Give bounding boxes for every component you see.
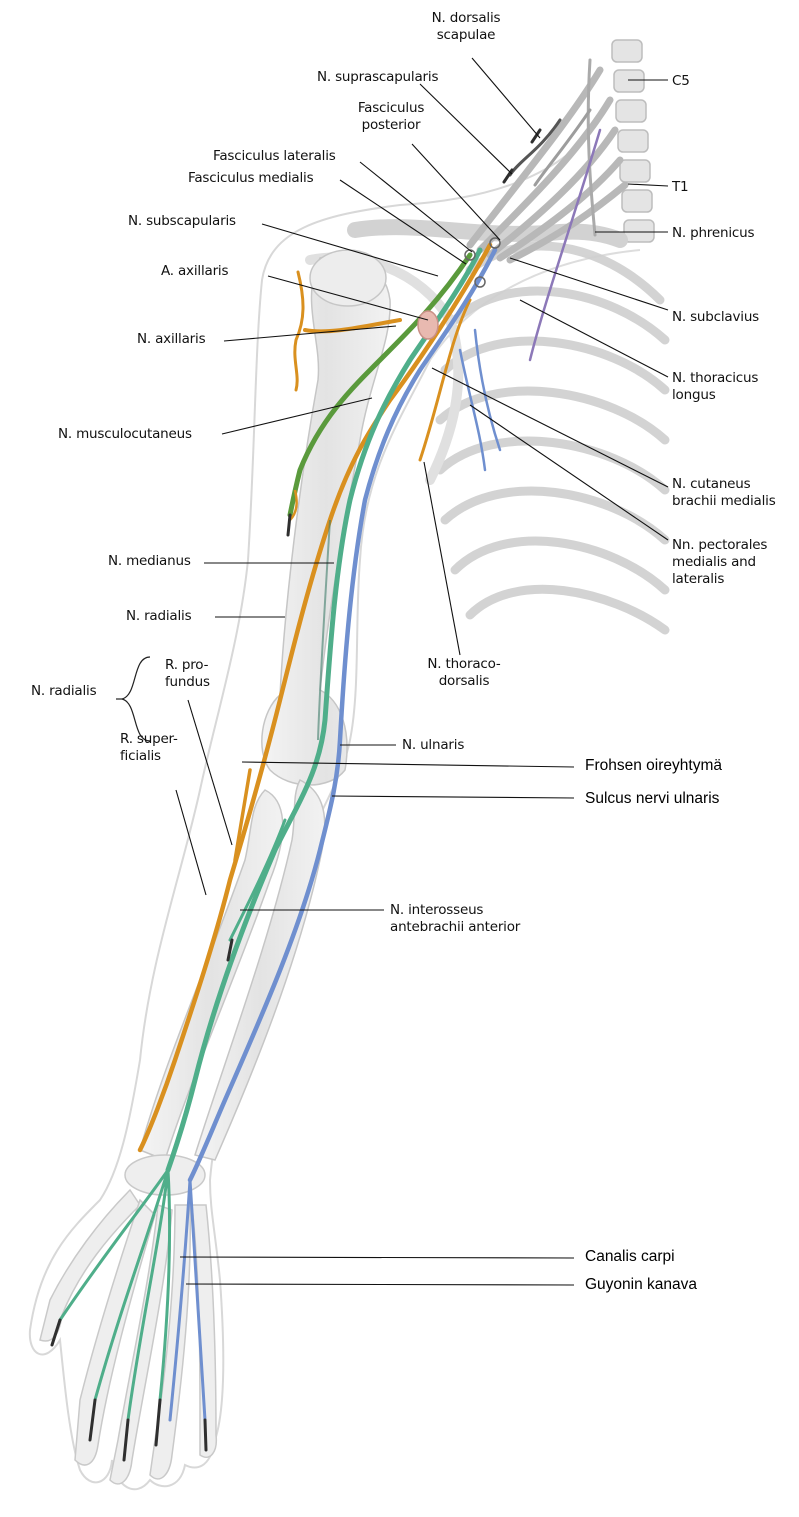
label-fasciculus-medialis: Fasciculus medialis <box>188 170 313 187</box>
label-n-axillaris: N. axillaris <box>137 331 205 348</box>
label-n-cutaneus-brachii-medialis: N. cutaneus brachii medialis <box>672 476 776 510</box>
label-n-thoracodorsalis: N. thoraco- dorsalis <box>414 656 514 690</box>
label-t1: T1 <box>672 179 688 196</box>
label-a-axillaris: A. axillaris <box>161 263 228 280</box>
label-n-phrenicus: N. phrenicus <box>672 225 754 242</box>
label-n-subscapularis: N. subscapularis <box>128 213 236 230</box>
label-n-musculocutaneus: N. musculocutaneus <box>58 426 192 443</box>
ribcage <box>440 246 665 630</box>
label-n-medianus: N. medianus <box>108 553 191 570</box>
spine <box>612 40 654 242</box>
label-n-thoracicus-longus: N. thoracicus longus <box>672 370 758 404</box>
label-n-ulnaris: N. ulnaris <box>402 737 464 754</box>
label-n-suprascapularis: N. suprascapularis <box>317 69 438 86</box>
axillary-artery <box>418 311 438 339</box>
label-frohse: Frohsen oireyhtymä <box>585 757 722 775</box>
label-sulcus: Sulcus nervi ulnaris <box>585 790 719 808</box>
label-fasciculus-lateralis: Fasciculus lateralis <box>213 148 336 165</box>
label-canalis-carpi: Canalis carpi <box>585 1248 675 1266</box>
label-c5: C5 <box>672 73 690 90</box>
label-r-profundus: R. pro- fundus <box>165 657 210 691</box>
label-guyon: Guyonin kanava <box>585 1276 697 1294</box>
label-n-radialis-branch: N. radialis <box>126 608 191 625</box>
label-n-radialis-group: N. radialis <box>31 683 96 700</box>
label-n-dorsalis-scapulae: N. dorsalis scapulae <box>418 10 514 44</box>
label-n-interosseus: N. interosseus antebrachii anterior <box>390 902 520 936</box>
brachial-plexus-roots <box>470 60 625 360</box>
label-fasciculus-posterior: Fasciculus posterior <box>346 100 436 134</box>
label-r-superficialis: R. super- ficialis <box>120 731 178 765</box>
label-nn-pectorales: Nn. pectorales medialis and lateralis <box>672 537 767 588</box>
label-n-subclavius: N. subclavius <box>672 309 759 326</box>
axillary-branch <box>295 272 303 390</box>
